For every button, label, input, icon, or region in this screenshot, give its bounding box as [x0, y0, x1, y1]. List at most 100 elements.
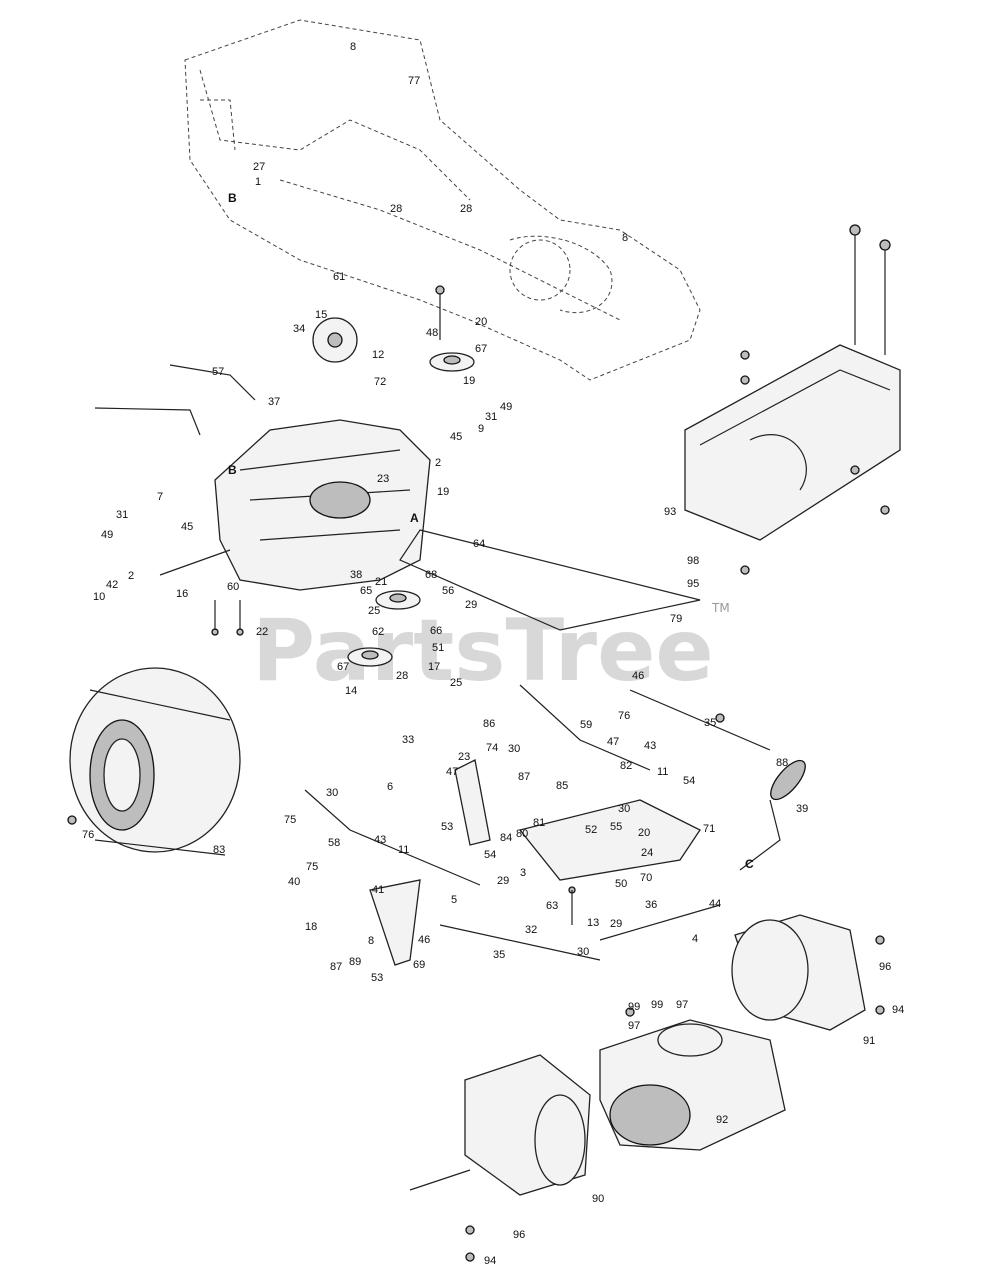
idler-pulley-top — [429, 352, 475, 372]
callout: 11 — [657, 766, 668, 778]
callout: 29 — [497, 875, 509, 887]
callout: 25 — [450, 677, 462, 689]
callout: 54 — [484, 849, 496, 861]
callout: 48 — [426, 327, 438, 339]
callout: 8 — [368, 935, 374, 947]
ref-letter-b-mid: B — [228, 463, 237, 477]
callout: 99 — [651, 999, 663, 1011]
callout: 28 — [390, 203, 402, 215]
callout: 12 — [372, 349, 384, 361]
callout: 94 — [892, 1004, 904, 1016]
callout: 29 — [465, 599, 477, 611]
callout: 18 — [305, 921, 317, 933]
callout: 28 — [460, 203, 472, 215]
callout: 95 — [687, 578, 699, 590]
callout: 23 — [377, 473, 389, 485]
callout: 22 — [256, 626, 268, 638]
callout: 67 — [475, 343, 487, 355]
callout: 64 — [473, 538, 485, 550]
callout: 59 — [580, 719, 592, 731]
hydro-transmission-left — [409, 1054, 591, 1196]
callout: 75 — [306, 861, 318, 873]
callout: 44 — [709, 898, 721, 910]
callout: 65 — [360, 585, 372, 597]
callout: 75 — [284, 814, 296, 826]
callout: 46 — [418, 934, 430, 946]
callout: 8 — [622, 232, 628, 244]
callout: 63 — [546, 900, 558, 912]
callout: 10 — [93, 591, 105, 603]
callout: 83 — [213, 844, 225, 856]
control-plate — [369, 759, 806, 966]
callout: 79 — [670, 613, 682, 625]
callout: 30 — [577, 946, 589, 958]
callout: 14 — [345, 685, 357, 697]
callout: 41 — [372, 884, 384, 896]
callout: 9 — [478, 423, 484, 435]
callout: 31 — [116, 509, 128, 521]
callout: 82 — [620, 760, 632, 772]
callout: 36 — [645, 899, 657, 911]
callout: 57 — [212, 366, 224, 378]
callout: 1 — [255, 176, 261, 188]
callout: 87 — [518, 771, 530, 783]
watermark-text: PartsTree — [252, 601, 714, 701]
callout: 30 — [618, 803, 630, 815]
callout: 33 — [402, 734, 414, 746]
callout: 20 — [638, 827, 650, 839]
callout: 98 — [687, 555, 699, 567]
callout: 71 — [703, 823, 715, 835]
callout: 51 — [432, 642, 444, 654]
callout: 42 — [106, 579, 118, 591]
callout: 7 — [157, 491, 163, 503]
callout: 93 — [664, 506, 676, 518]
callout: 35 — [704, 717, 716, 729]
callout: 89 — [349, 956, 361, 968]
callout: 97 — [628, 1020, 640, 1032]
linkage-rods — [94, 364, 781, 961]
callout: 13 — [587, 917, 599, 929]
callout: 25 — [368, 605, 380, 617]
callout: 31 — [485, 411, 497, 423]
callout: 5 — [451, 894, 457, 906]
callout: 58 — [328, 837, 340, 849]
callout: 86 — [483, 718, 495, 730]
callout: 27 — [253, 161, 265, 173]
fan — [312, 317, 358, 363]
callout: 56 — [442, 585, 454, 597]
callout: 4 — [692, 933, 698, 945]
callout: 54 — [683, 775, 695, 787]
pulley-lower — [347, 590, 421, 667]
callout: 34 — [293, 323, 305, 335]
reference-letters: B B A C — [228, 191, 754, 871]
hydro-transmission-right — [731, 914, 866, 1031]
callout: 43 — [644, 740, 656, 752]
callout: 94 — [484, 1255, 496, 1267]
bracket-shield — [684, 344, 901, 541]
callout: 81 — [533, 817, 545, 829]
callout: 60 — [227, 581, 239, 593]
callout: 72 — [374, 376, 386, 388]
callout: 2 — [435, 457, 441, 469]
callout: 91 — [863, 1035, 875, 1047]
callout: 45 — [181, 521, 193, 533]
callout: 77 — [408, 75, 420, 87]
callout: 74 — [486, 742, 498, 754]
callout: 40 — [288, 876, 300, 888]
callout: 52 — [585, 824, 597, 836]
callout: 30 — [326, 787, 338, 799]
callout: 21 — [375, 576, 387, 588]
fasteners — [67, 224, 891, 1262]
callout: 53 — [371, 972, 383, 984]
callout: 76 — [82, 829, 94, 841]
watermark-trademark: TM — [711, 601, 730, 615]
callout: 97 — [676, 999, 688, 1011]
callout: 70 — [640, 872, 652, 884]
callout: 24 — [641, 847, 653, 859]
callout: 96 — [513, 1229, 525, 1241]
drive-belt — [399, 529, 701, 631]
callout: 19 — [463, 375, 475, 387]
callout: 46 — [632, 670, 644, 682]
callout: 15 — [315, 309, 327, 321]
